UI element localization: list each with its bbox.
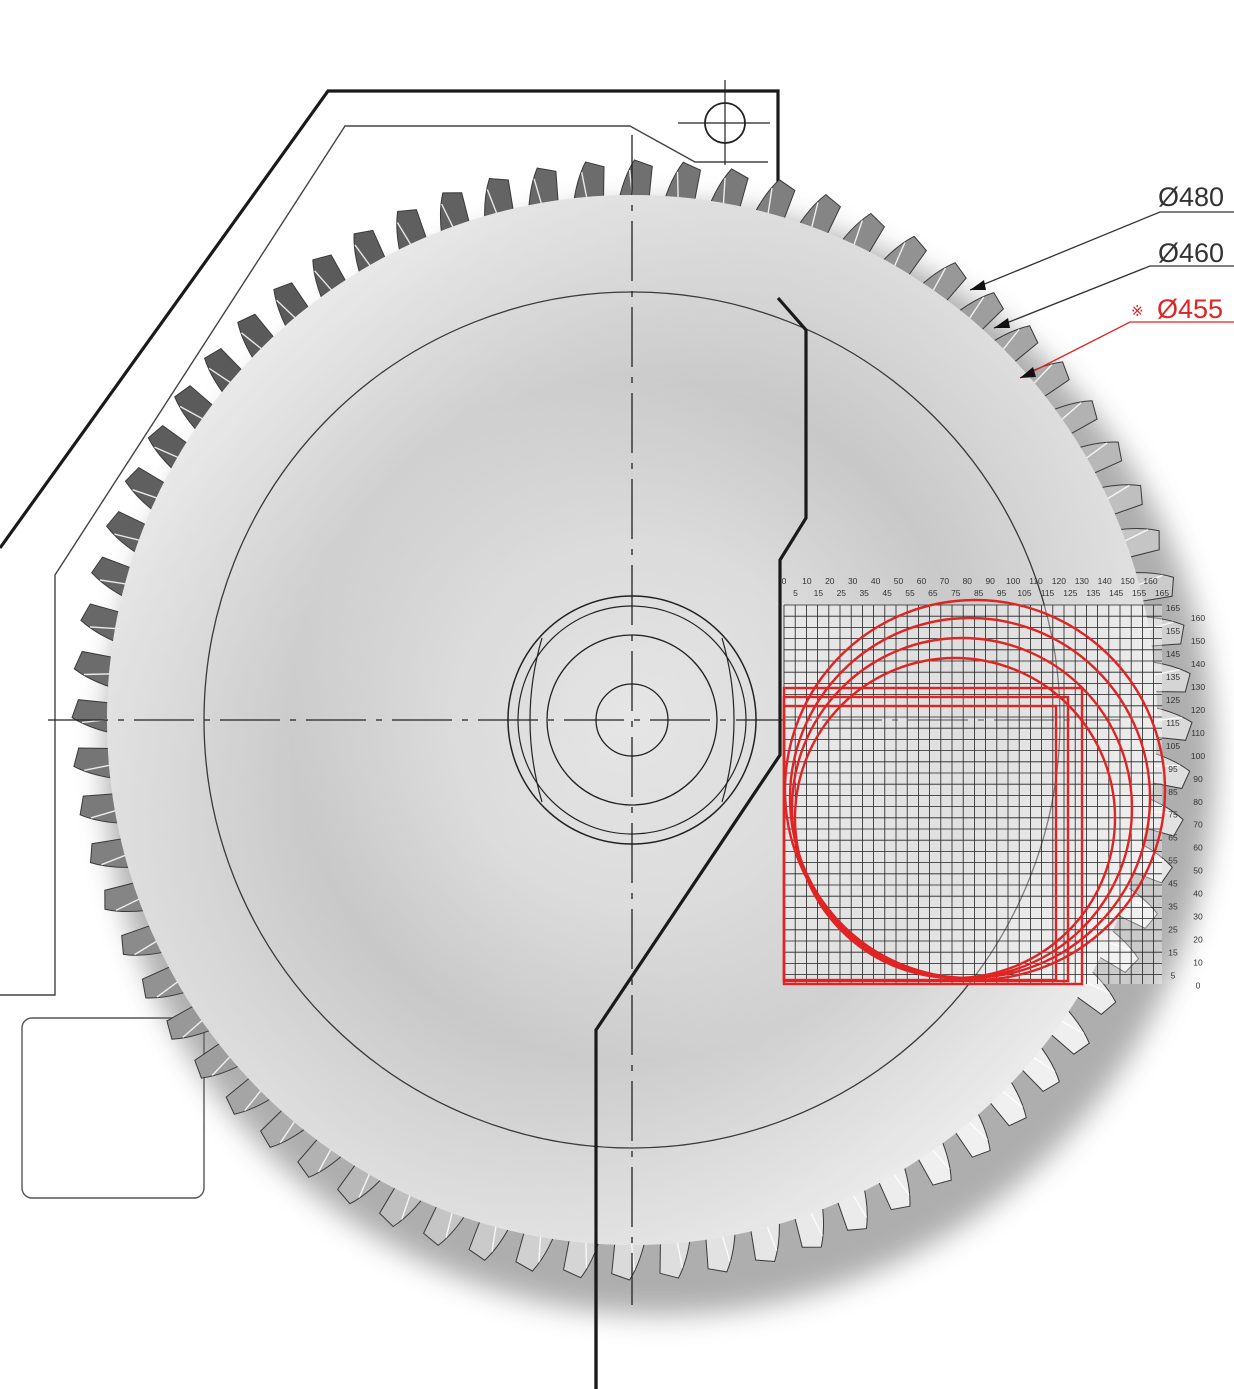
grid-scale-top-label: 50 xyxy=(894,576,904,586)
grid-scale-top-label: 75 xyxy=(951,588,961,598)
grid-scale-right-label: 80 xyxy=(1193,797,1203,807)
grid-scale-right-label: 20 xyxy=(1193,935,1203,945)
asterisk-mark-icon: ※ xyxy=(1131,302,1144,320)
grid-scale-right-label: 75 xyxy=(1168,810,1178,820)
grid-scale-top-label: 140 xyxy=(1098,576,1112,586)
grid-scale-right-label: 140 xyxy=(1191,659,1205,669)
grid-scale-top-label: 110 xyxy=(1029,576,1043,586)
grid-scale-right-label: 0 xyxy=(1196,981,1201,991)
grid-scale-top-label: 120 xyxy=(1052,576,1066,586)
saw-blade-icon xyxy=(107,195,1157,1245)
highlight-circle-1 xyxy=(783,598,1167,982)
grid-scale-top-label: 70 xyxy=(940,576,950,586)
grid-scale-right-label: 40 xyxy=(1193,889,1203,899)
grid-scale-top-label: 65 xyxy=(928,588,938,598)
grid-scale-right-label: 100 xyxy=(1191,751,1205,761)
grid-scale-top-label: 40 xyxy=(871,576,881,586)
grid-scale-top-label: 125 xyxy=(1063,588,1077,598)
grid-scale-right-label: 145 xyxy=(1166,649,1180,659)
grid-scale-right-label: 135 xyxy=(1166,672,1180,682)
grid-scale-right-label: 85 xyxy=(1168,787,1178,797)
grid-scale-top-label: 160 xyxy=(1143,576,1157,586)
grid-scale-right-label: 10 xyxy=(1193,958,1203,968)
grid-scale-top-label: 35 xyxy=(859,588,869,598)
dimension-455-label: Ø455 xyxy=(1157,294,1223,324)
hub-right-arc xyxy=(721,637,735,803)
grid-scale-right-label: 115 xyxy=(1166,718,1180,728)
grid-scale-right-label: 95 xyxy=(1168,764,1178,774)
grid-scale-top-label: 30 xyxy=(848,576,858,586)
dimension-455: ※ Ø455 xyxy=(1019,294,1234,379)
grid-scale-top-label: 100 xyxy=(1006,576,1020,586)
grid-scale-right-label: 45 xyxy=(1168,879,1178,889)
grid-scale-top-label: 135 xyxy=(1086,588,1100,598)
dimension-460: Ø460 xyxy=(993,238,1234,329)
housing-window xyxy=(21,1017,205,1199)
grid-scale-top-label: 25 xyxy=(837,588,847,598)
grid-scale-top-label: 5 xyxy=(793,588,798,598)
grid-scale-right-label: 5 xyxy=(1171,971,1176,981)
grid-scale-top-label: 130 xyxy=(1075,576,1089,586)
dimension-callouts: Ø480 Ø460 ※ Ø455 xyxy=(969,182,1234,379)
grid-scale-top-label: 55 xyxy=(905,588,915,598)
grid-scale-top-label: 20 xyxy=(825,576,835,586)
dimension-460-label: Ø460 xyxy=(1158,238,1224,268)
grid-scale-right-label: 160 xyxy=(1191,613,1205,623)
grid-scale-right-label: 120 xyxy=(1191,705,1205,715)
grid-scale-right-label: 130 xyxy=(1191,682,1205,692)
grid-scale-top-label: 95 xyxy=(997,588,1007,598)
grid-scale-top-label: 80 xyxy=(963,576,973,586)
grid-scale-right-label: 70 xyxy=(1193,820,1203,830)
grid-scale-top-label: 165 xyxy=(1155,588,1169,598)
dimension-480: Ø480 xyxy=(969,182,1234,291)
center-lines xyxy=(48,135,1120,1305)
grid-scale-right-label: 105 xyxy=(1166,741,1180,751)
grid-scale-right-label: 15 xyxy=(1168,948,1178,958)
grid-scale-right-label: 90 xyxy=(1193,774,1203,784)
grid-scale-right-label: 125 xyxy=(1166,695,1180,705)
grid-scale-top-label: 85 xyxy=(974,588,984,598)
grid-scale-right-label: 50 xyxy=(1193,866,1203,876)
grid-scale-top-label: 0 xyxy=(782,576,787,586)
blade-sheen xyxy=(107,195,1157,1245)
grid-scale-top-label: 150 xyxy=(1121,576,1135,586)
highlight-overlay xyxy=(782,598,1167,986)
grid-scale-right-label: 110 xyxy=(1191,728,1205,738)
grid-scale-top-label: 90 xyxy=(985,576,995,586)
grid-scale-top-label: 105 xyxy=(1017,588,1031,598)
grid-scale-right-label: 30 xyxy=(1193,912,1203,922)
grid-scale-top-label: 60 xyxy=(917,576,927,586)
measurement-grid xyxy=(783,604,1162,984)
grid-scale-top-label: 45 xyxy=(882,588,892,598)
grid-scale-top-label: 155 xyxy=(1132,588,1146,598)
grid-scale-right-label: 60 xyxy=(1193,843,1203,853)
dimension-480-label: Ø480 xyxy=(1158,182,1224,212)
grid-scale-right-label: 25 xyxy=(1168,925,1178,935)
grid-scale-right-label: 155 xyxy=(1166,626,1180,636)
grid-scale-right-label: 65 xyxy=(1168,833,1178,843)
grid-scale-top-label: 145 xyxy=(1109,588,1123,598)
housing-overlay-edge xyxy=(594,296,808,1389)
highlight-square-3 xyxy=(782,704,1058,982)
grid-scale-right-label: 35 xyxy=(1168,902,1178,912)
grid-scale-right-label: 55 xyxy=(1168,856,1178,866)
highlight-circle-4 xyxy=(793,656,1117,980)
grid-scale-top-label: 15 xyxy=(814,588,824,598)
grid-scale-top-label: 10 xyxy=(802,576,812,586)
grid-scale-top-label: 115 xyxy=(1041,588,1055,598)
mounting-hole-icon xyxy=(678,80,770,165)
housing-inner-outline xyxy=(0,125,768,996)
grid-scale-right-label: 165 xyxy=(1166,603,1180,613)
grid-scale-right-label: 150 xyxy=(1191,636,1205,646)
